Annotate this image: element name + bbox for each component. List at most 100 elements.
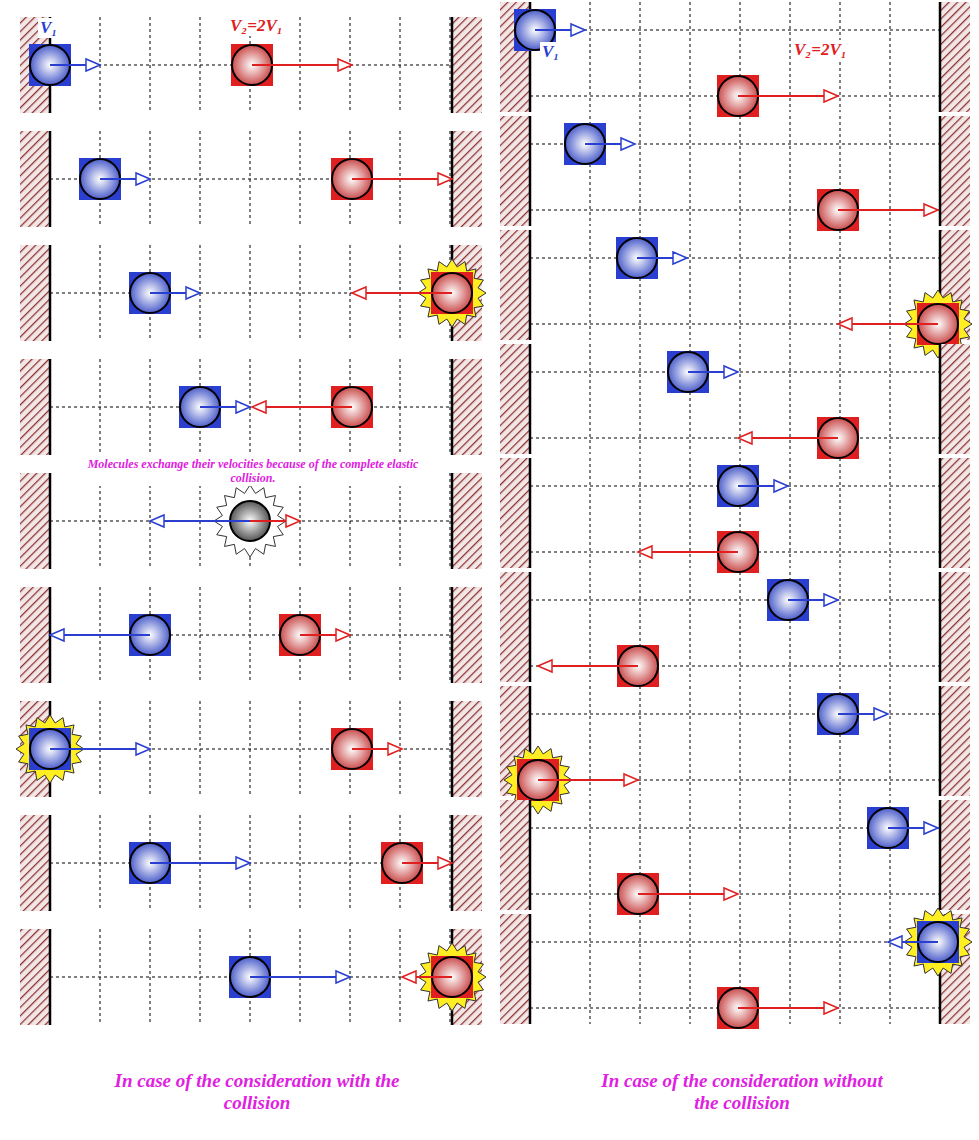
grid-line: [300, 815, 301, 911]
arrow-head: [724, 888, 738, 900]
velocity-arrow: [250, 976, 336, 978]
wall: [452, 701, 482, 797]
grid-line: [530, 600, 940, 601]
arrow-head: [738, 432, 752, 444]
grid-line: [690, 914, 691, 1024]
grid-line: [690, 116, 691, 226]
grid-line: [150, 359, 151, 455]
grid-line: [50, 179, 452, 180]
velocity-arrow: [402, 862, 438, 864]
arrow-head: [638, 546, 652, 558]
arrow-head: [838, 318, 852, 330]
velocity-arrow: [788, 599, 824, 601]
velocity-label: V₂=2V₁: [792, 40, 849, 60]
velocity-arrow: [538, 779, 624, 781]
velocity-arrow: [585, 143, 621, 145]
velocity-arrow: [252, 64, 338, 66]
wall: [452, 473, 482, 569]
velocity-arrow: [50, 748, 136, 750]
arrow-head: [924, 822, 938, 834]
arrow-head: [186, 287, 200, 299]
velocity-arrow: [852, 323, 938, 325]
velocity-arrow: [838, 209, 924, 211]
velocity-arrow: [552, 665, 638, 667]
grid-line: [300, 701, 301, 797]
grid-line: [300, 131, 301, 227]
grid-line: [150, 929, 151, 1025]
velocity-arrow: [637, 257, 673, 259]
caption-text: In case of the consideration without the…: [590, 1070, 894, 1114]
velocity-arrow: [150, 862, 236, 864]
grid-line: [690, 230, 691, 340]
velocity-arrow: [738, 95, 824, 97]
velocity-arrow: [266, 406, 352, 408]
wall: [940, 572, 970, 682]
arrow-head: [338, 59, 352, 71]
grid-line: [530, 666, 940, 667]
grid-line: [50, 521, 452, 522]
arrow-head: [286, 515, 300, 527]
grid-line: [530, 144, 940, 145]
velocity-arrow: [150, 292, 186, 294]
arrow-head: [352, 287, 366, 299]
velocity-arrow: [366, 292, 452, 294]
grid-line: [530, 942, 940, 943]
grid-line: [840, 572, 841, 682]
arrow-head: [136, 173, 150, 185]
wall: [20, 131, 50, 227]
arrow-head: [402, 971, 416, 983]
wall: [500, 914, 530, 1024]
arrow-head: [571, 24, 585, 36]
grid-line: [450, 359, 451, 455]
velocity-arrow: [164, 520, 250, 522]
arrow-head: [824, 90, 838, 102]
grid-line: [530, 210, 940, 211]
wall: [940, 686, 970, 796]
grid-line: [450, 473, 451, 569]
arrow-head: [538, 660, 552, 672]
grid-line: [530, 780, 940, 781]
grid-line: [530, 30, 940, 31]
velocity-arrow: [688, 371, 724, 373]
wall: [940, 458, 970, 568]
wall: [500, 458, 530, 568]
arrow-head: [874, 708, 888, 720]
arrow-head: [136, 743, 150, 755]
grid-line: [300, 245, 301, 341]
wall: [20, 245, 50, 341]
velocity-arrow: [902, 941, 938, 943]
velocity-arrow: [752, 437, 838, 439]
wall: [452, 131, 482, 227]
wall: [500, 344, 530, 454]
arrow-head: [86, 59, 100, 71]
velocity-arrow: [416, 976, 452, 978]
velocity-arrow: [838, 713, 874, 715]
grid-line: [50, 635, 452, 636]
wall: [452, 17, 482, 113]
wall: [20, 815, 50, 911]
grid-line: [690, 572, 691, 682]
arrow-head: [336, 629, 350, 641]
arrow-head: [388, 743, 402, 755]
grid-line: [50, 293, 452, 294]
grid-line: [690, 686, 691, 796]
arrow-head: [724, 366, 738, 378]
velocity-arrow: [200, 406, 236, 408]
grid-line: [530, 438, 940, 439]
grid-line: [690, 2, 691, 112]
wall: [20, 359, 50, 455]
wall: [452, 815, 482, 911]
velocity-arrow: [888, 827, 924, 829]
arrow-head: [824, 1002, 838, 1014]
wall: [940, 344, 970, 454]
grid-line: [530, 258, 940, 259]
grid-line: [50, 977, 452, 978]
grid-line: [530, 324, 940, 325]
grid-line: [530, 552, 940, 553]
wall: [940, 116, 970, 226]
wall: [500, 116, 530, 226]
arrow-head: [774, 480, 788, 492]
velocity-arrow: [535, 29, 571, 31]
